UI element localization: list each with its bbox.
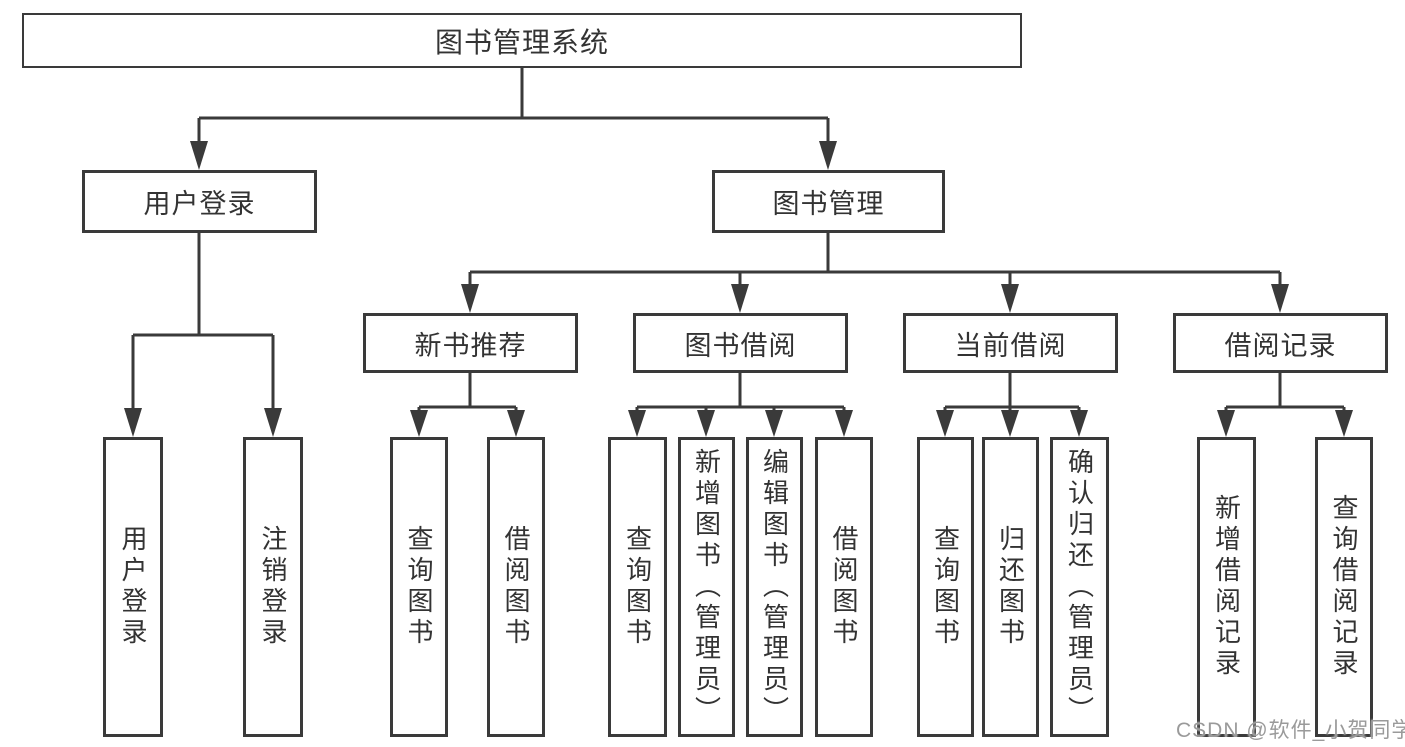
leaf-logout: 注销登录	[243, 437, 303, 737]
leaf-label: 新增借阅记录	[1211, 494, 1242, 680]
node-user-login: 用户登录	[82, 170, 317, 233]
node-new-book-recommend: 新书推荐	[363, 313, 578, 373]
leaf-edit-book-admin: 编辑图书（管理员）	[746, 437, 803, 737]
node-current-borrow: 当前借阅	[903, 313, 1118, 373]
leaf-query-books-2: 查询图书	[608, 437, 667, 737]
leaf-label: 编辑图书（管理员）	[759, 447, 790, 727]
leaf-label: 查询图书	[930, 525, 961, 649]
leaf-query-books-3: 查询图书	[917, 437, 974, 737]
csdn-watermark: CSDN @软件_小贺同学	[1176, 719, 1405, 742]
node-book-management: 图书管理	[712, 170, 945, 233]
leaf-label: 确认归还（管理员）	[1064, 447, 1095, 727]
leaf-user-login: 用户登录	[103, 437, 163, 737]
leaf-label: 注销登录	[258, 525, 288, 649]
leaf-borrow-books-1: 借阅图书	[487, 437, 545, 737]
node-borrow-records: 借阅记录	[1173, 313, 1388, 373]
node-book-borrow: 图书借阅	[633, 313, 848, 373]
leaf-label: 新增图书（管理员）	[691, 447, 722, 727]
leaf-label: 查询图书	[404, 525, 434, 649]
leaf-return-book: 归还图书	[982, 437, 1039, 737]
leaf-borrow-books-2: 借阅图书	[815, 437, 873, 737]
node-library-management-system: 图书管理系统	[22, 13, 1022, 68]
leaf-label: 查询借阅记录	[1329, 494, 1359, 680]
leaf-label: 借阅图书	[829, 525, 859, 649]
leaf-confirm-return-admin: 确认归还（管理员）	[1050, 437, 1109, 737]
leaf-label: 用户登录	[118, 525, 148, 649]
leaf-label: 归还图书	[995, 525, 1026, 649]
leaf-label: 借阅图书	[501, 525, 531, 649]
leaf-add-book-admin: 新增图书（管理员）	[678, 437, 735, 737]
leaf-label: 查询图书	[622, 525, 653, 649]
leaf-add-borrow-record: 新增借阅记录	[1197, 437, 1256, 737]
leaf-query-books-1: 查询图书	[390, 437, 448, 737]
leaf-query-borrow-record: 查询借阅记录	[1315, 437, 1373, 737]
